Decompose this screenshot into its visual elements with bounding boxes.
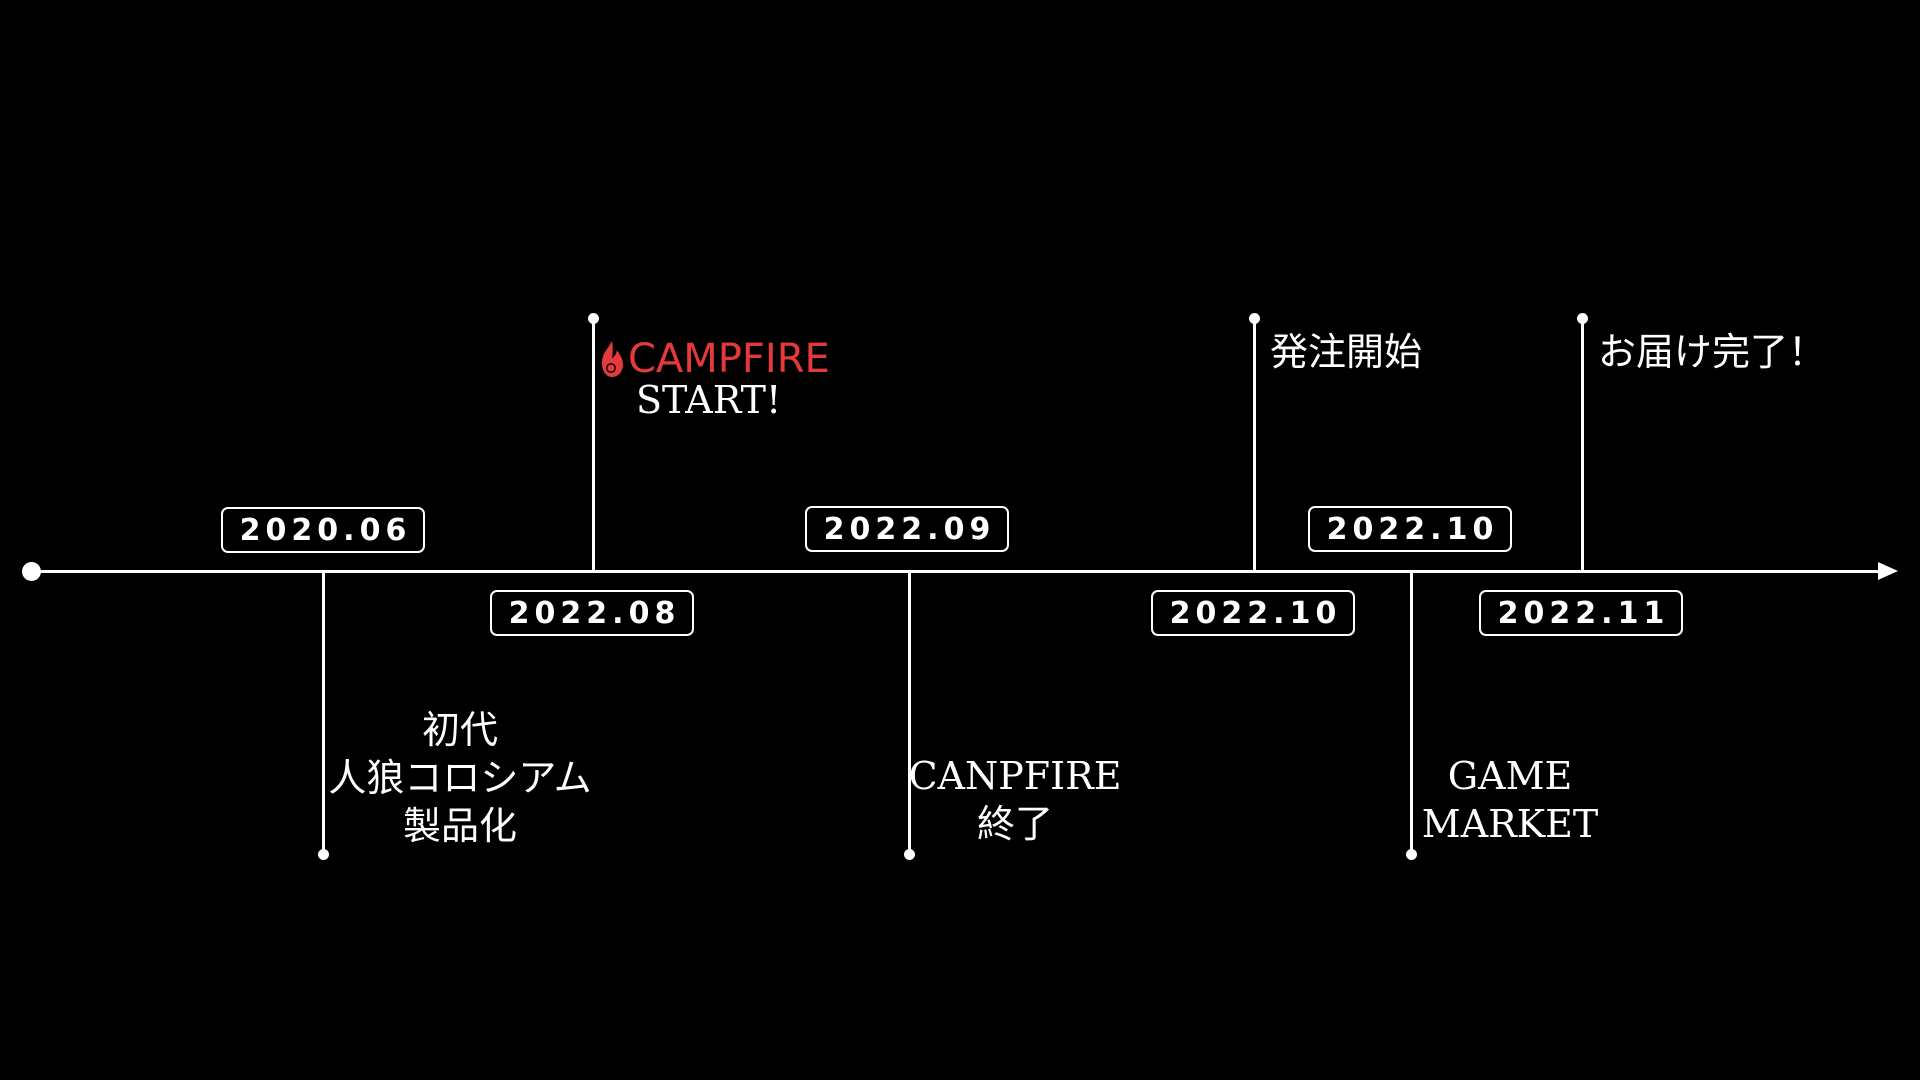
- date-box-2022-11: 2022.11: [1479, 590, 1683, 636]
- event-stem-dot: [588, 313, 599, 324]
- date-box-2022-10-market: 2022.10: [1308, 506, 1512, 552]
- flame-icon: [602, 341, 623, 377]
- event-label-product: 初代 人狼コロシアム 製品化: [328, 708, 592, 848]
- event-stem: [908, 572, 911, 854]
- timeline-axis: [32, 570, 1880, 573]
- axis-arrow-icon: [1878, 562, 1898, 580]
- date-box-2022-09: 2022.09: [805, 506, 1009, 552]
- event-label-start: START!: [636, 378, 782, 422]
- event-label-delivery-complete: お届け完了！: [1598, 330, 1827, 374]
- event-label-campaign-end: CANPFIRE 終了: [908, 754, 1122, 846]
- event-stem-dot: [1406, 849, 1417, 860]
- event-stem: [592, 320, 595, 572]
- date-box-2022-10-order: 2022.10: [1151, 590, 1355, 636]
- campfire-logo: CAMPFIRE: [598, 334, 830, 384]
- date-box-2020-06: 2020.06: [221, 507, 425, 553]
- event-stem-dot: [904, 849, 915, 860]
- event-stem: [1581, 320, 1584, 572]
- date-box-2022-08: 2022.08: [490, 590, 694, 636]
- event-stem-dot: [1577, 313, 1588, 324]
- event-label-game-market: GAME MARKET: [1421, 754, 1599, 846]
- campfire-brand-text: CAMPFIRE: [628, 336, 830, 382]
- event-stem-dot: [318, 849, 329, 860]
- event-stem-dot: [1249, 313, 1260, 324]
- event-label-order-start: 発注開始: [1270, 330, 1423, 374]
- event-stem: [322, 572, 325, 854]
- event-stem: [1253, 320, 1256, 572]
- axis-start-dot: [22, 562, 41, 581]
- event-stem: [1410, 572, 1413, 854]
